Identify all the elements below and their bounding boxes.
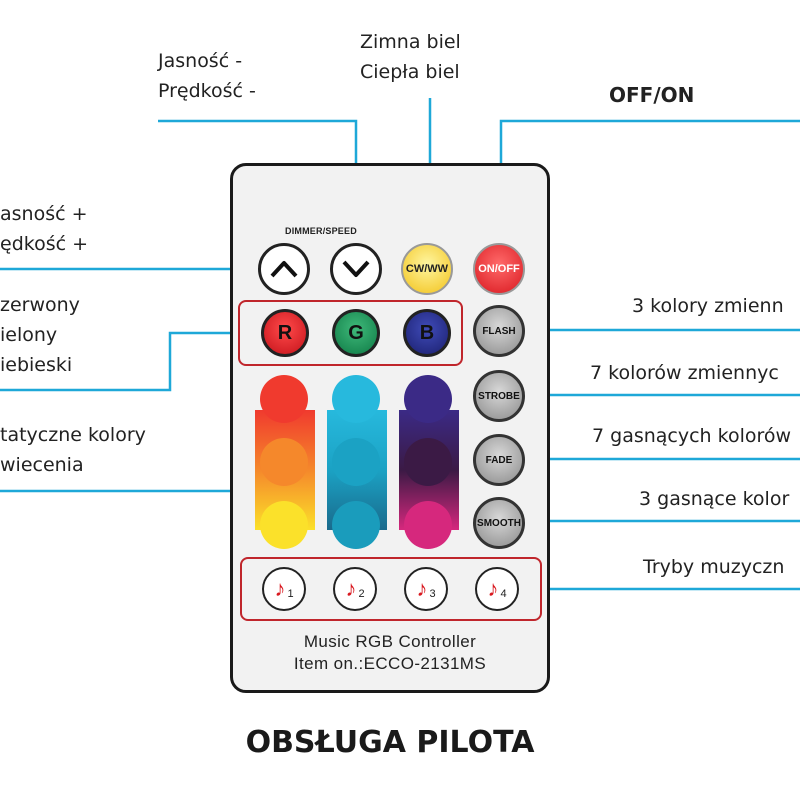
- static-indigo-button[interactable]: [404, 375, 452, 423]
- music-mode-1-button[interactable]: ♪1: [262, 567, 306, 611]
- label-music: Tryby muzyczn: [643, 556, 785, 578]
- strobe-button[interactable]: STROBE: [473, 370, 525, 422]
- label-smooth: 3 gasnące kolor: [639, 488, 790, 510]
- static-magenta-button[interactable]: [404, 501, 452, 549]
- static-turquoise-button[interactable]: [332, 438, 380, 486]
- chevron-up-icon: [270, 261, 298, 278]
- static-cyan-button[interactable]: [332, 375, 380, 423]
- line-rgb: [0, 323, 259, 392]
- red-button[interactable]: R: [261, 309, 309, 357]
- static-orange-button[interactable]: [260, 438, 308, 486]
- music-mode-4-button[interactable]: ♪4: [475, 567, 519, 611]
- static-red-button[interactable]: [260, 375, 308, 423]
- green-button[interactable]: G: [332, 309, 380, 357]
- model-line-1: Music RGB Controller: [303, 632, 477, 651]
- model-line-2: Item on.:ECCO-2131MS: [293, 654, 487, 673]
- static-teal-button[interactable]: [332, 501, 380, 549]
- label-off-on: OFF/ON: [609, 83, 695, 107]
- page-title: OBSŁUGA PILOTA: [245, 725, 535, 760]
- music-note-icon: ♪: [487, 576, 499, 601]
- label-dim-plus: asność +ędkość +: [0, 203, 89, 255]
- music-note-icon: ♪: [345, 576, 357, 601]
- dimmer-down-button[interactable]: [330, 243, 382, 295]
- dimmer-speed-label: DIMMER/SPEED: [285, 226, 357, 236]
- music-mode-3-button[interactable]: ♪3: [404, 567, 448, 611]
- flash-button[interactable]: FLASH: [473, 305, 525, 357]
- rgb-frame: [238, 300, 463, 366]
- smooth-button[interactable]: SMOOTH: [473, 497, 525, 549]
- cw-ww-button[interactable]: CW/WW: [401, 243, 453, 295]
- label-strobe: 7 kolorów zmiennyc: [590, 362, 779, 384]
- static-violet-button[interactable]: [404, 438, 452, 486]
- music-frame: [240, 557, 542, 621]
- on-off-button[interactable]: ON/OFF: [473, 243, 525, 295]
- label-dim-minus: Jasność -Prędkość -: [158, 50, 256, 102]
- dimmer-up-button[interactable]: [258, 243, 310, 295]
- music-mode-2-button[interactable]: ♪2: [333, 567, 377, 611]
- chevron-down-icon: [342, 260, 370, 277]
- fade-button[interactable]: FADE: [473, 434, 525, 486]
- blue-button[interactable]: B: [403, 309, 451, 357]
- label-flash: 3 kolory zmienn: [632, 295, 784, 317]
- static-yellow-button[interactable]: [260, 501, 308, 549]
- label-fade: 7 gasnących kolorów: [592, 425, 792, 447]
- music-note-icon: ♪: [416, 576, 428, 601]
- music-note-icon: ♪: [274, 576, 286, 601]
